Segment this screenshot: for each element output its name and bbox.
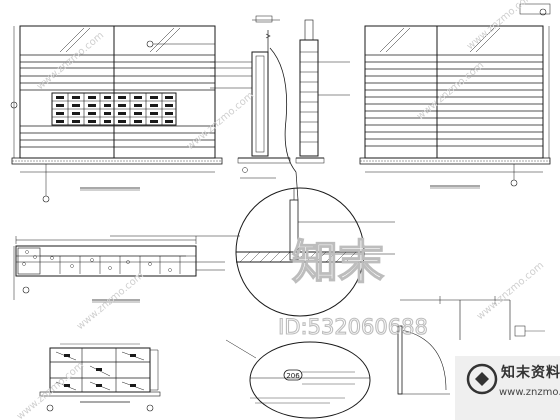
watermark-id: ID:532060688 (278, 315, 428, 339)
door-plan (397, 296, 545, 395)
side-elevation (295, 19, 350, 164)
right-elevation (359, 3, 551, 189)
brand-name: 知末资料库 (501, 365, 560, 381)
brand-logo-icon (466, 363, 498, 395)
watermark-title: 知末 (292, 235, 384, 289)
detail-callout-ellipse (225, 339, 371, 419)
left-elevation (10, 25, 223, 203)
section-detail (210, 15, 299, 201)
brand-url: www.znzmo.com (499, 387, 560, 398)
brand-logo-box: 知末资料库 www.znzmo.com (455, 356, 560, 420)
watermark-url: www.znzmo.com (185, 90, 256, 152)
cabinet-elevation (39, 343, 161, 412)
watermark-url: www.znzmo.com (75, 270, 146, 332)
watermark-url: www.znzmo.com (475, 260, 546, 322)
plan-section (13, 235, 240, 303)
detail-tag-number: 206 (286, 372, 300, 380)
detail-circle-large (235, 187, 395, 317)
